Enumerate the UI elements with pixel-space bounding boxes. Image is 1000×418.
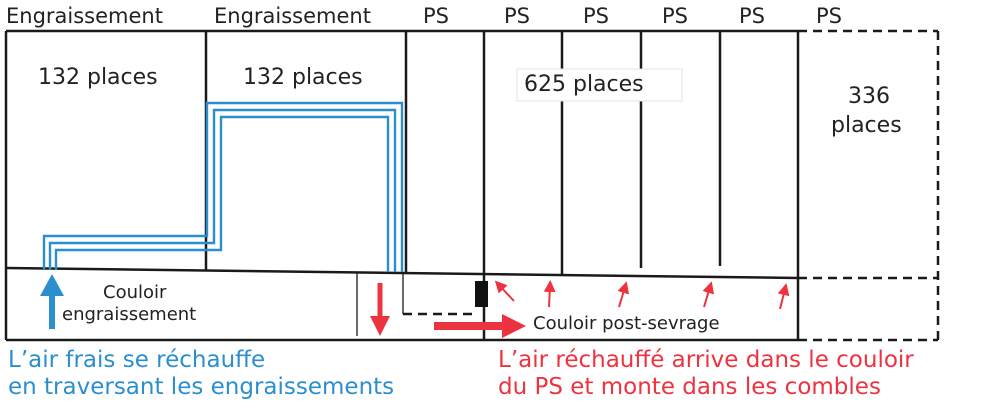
caption-fresh-air: L’air frais se réchauffe en traversant l…: [8, 347, 394, 400]
rising-air-arrows: [494, 280, 790, 310]
room-4-places-word: places: [831, 113, 902, 138]
caption-warm-air-line2: du PS et monte dans les combles: [498, 373, 881, 400]
fresh-air-duct: [42, 101, 404, 272]
room-3-places: 625 places: [524, 72, 644, 97]
places-label-box: [516, 68, 683, 102]
header-ps-6: PS: [816, 4, 842, 28]
corridor-engraissement-line2: engraissement: [62, 304, 197, 325]
header-ps-2: PS: [504, 4, 530, 28]
room-2-places: 132 places: [243, 65, 363, 90]
room-4-places-number: 336: [848, 84, 890, 109]
warm-air-right-arrow: [434, 314, 526, 338]
caption-warm-air: L’air réchauffé arrive dans le couloir d…: [498, 347, 914, 400]
header-ps-1: PS: [423, 4, 449, 28]
header-ps-5: PS: [739, 4, 765, 28]
warm-air-down-arrow: [370, 283, 390, 336]
caption-fresh-air-line2: en traversant les engraissements: [8, 373, 395, 400]
fresh-air-up-arrow: [40, 274, 64, 329]
header-engraissement-2: Engraissement: [214, 4, 371, 28]
caption-warm-air-line1: L’air réchauffé arrive dans le couloir: [498, 347, 914, 373]
corridor-engraissement-line1: Couloir: [103, 282, 167, 303]
header-ps-3: PS: [583, 4, 609, 28]
dashed-extension: [403, 29, 940, 342]
room-1-places: 132 places: [38, 65, 158, 90]
corridor-partitions: [356, 272, 404, 336]
corridor-post-sevrage: Couloir post-sevrage: [533, 313, 720, 334]
fan-block: [475, 281, 488, 307]
caption-fresh-air-line1: L’air frais se réchauffe: [8, 347, 266, 373]
header-engraissement-1: Engraissement: [6, 4, 163, 28]
header-ps-4: PS: [662, 4, 688, 28]
